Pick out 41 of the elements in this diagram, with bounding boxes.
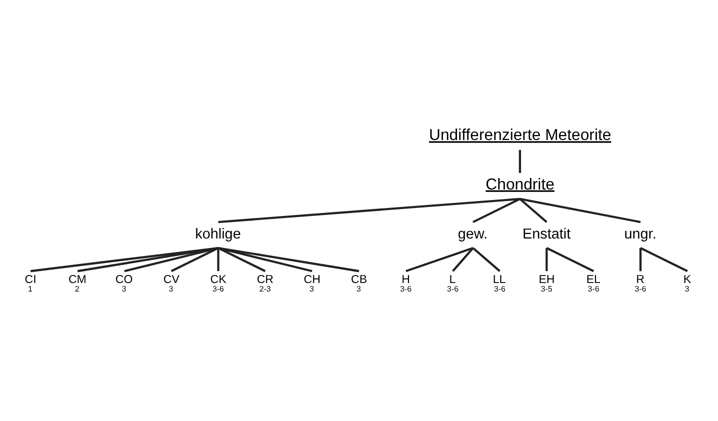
node-text: CB 3 xyxy=(351,274,368,294)
connector xyxy=(546,247,594,272)
connector xyxy=(452,247,474,272)
connector xyxy=(406,247,474,272)
connector xyxy=(472,198,520,224)
connector xyxy=(472,247,500,272)
node-text: ungr. xyxy=(624,226,656,243)
connector xyxy=(519,198,548,223)
node-text: CM 2 xyxy=(68,274,86,294)
node-text: H 3-6 xyxy=(400,274,412,294)
connector xyxy=(218,246,312,272)
node-text: Chondrite xyxy=(486,176,554,194)
node-text: Enstatit xyxy=(522,226,571,243)
node-text: LL 3-6 xyxy=(492,274,506,294)
connector xyxy=(124,246,219,272)
node-text: CH 3 xyxy=(304,274,320,294)
node-text: CR 2-3 xyxy=(256,274,274,294)
node-text: CV 3 xyxy=(163,274,180,294)
connector xyxy=(77,246,218,272)
connector xyxy=(546,248,548,272)
node-text: CK 3-6 xyxy=(210,274,226,294)
connector xyxy=(30,246,218,272)
node-text: CO 3 xyxy=(115,274,133,294)
connector xyxy=(218,198,520,224)
connector xyxy=(520,198,641,224)
connector xyxy=(218,247,266,272)
node-text: CI 1 xyxy=(24,274,36,294)
node-text: EL 3-6 xyxy=(586,274,600,294)
node-text: kohlige xyxy=(195,226,241,243)
connector xyxy=(639,248,642,272)
node-text: Undifferenzierte Meteorite xyxy=(429,127,612,144)
node-text: gew. xyxy=(458,226,488,243)
node-text: R 3-6 xyxy=(634,274,646,294)
connector xyxy=(217,248,220,272)
connector xyxy=(518,150,522,173)
node-text: L 3-6 xyxy=(447,274,459,294)
connector xyxy=(218,246,360,272)
node-text: K 3 xyxy=(683,274,692,294)
connector xyxy=(170,247,219,272)
connector xyxy=(640,247,688,272)
node-text: EH 3-5 xyxy=(538,274,555,294)
